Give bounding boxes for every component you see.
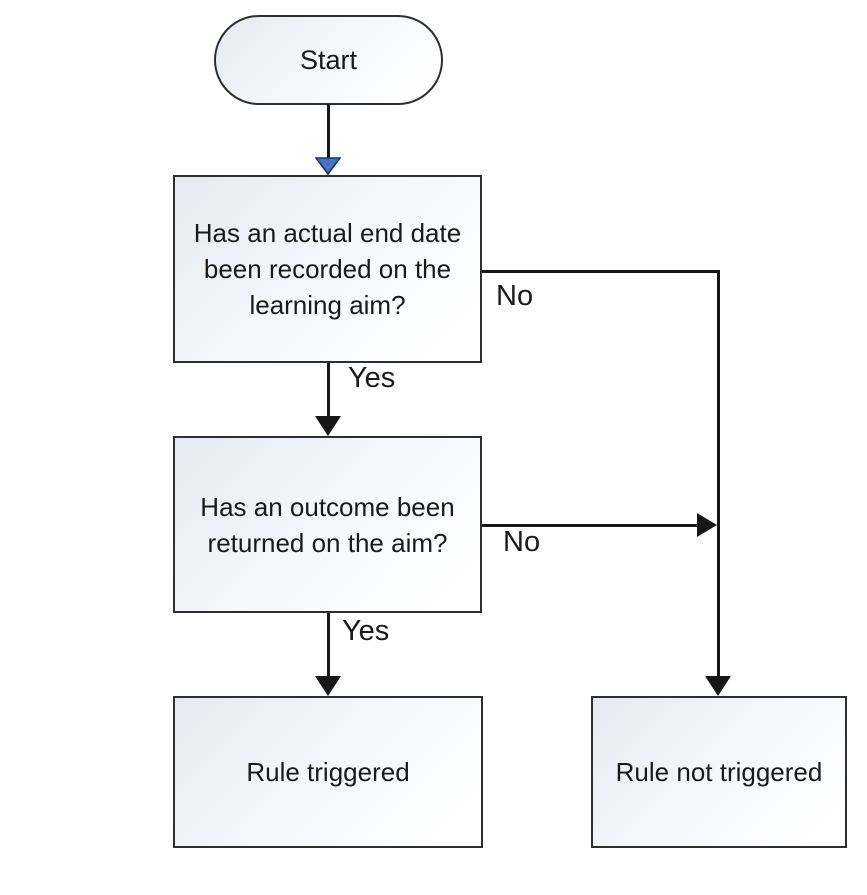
edge-label-question2-yes: Yes [342,615,390,647]
node-question1: Has an actual end date been recorded on … [173,175,482,363]
edge-question2-rule-triggered-arrowhead-icon [315,676,341,696]
edge-question2-no-horizontal-line [482,524,698,527]
node-question2-line1: Has an outcome been [200,491,455,522]
edge-label-question1-yes: Yes [348,362,396,394]
node-rule-not-triggered: Rule not triggered [591,696,847,848]
node-rule-triggered-label: Rule triggered [246,757,410,787]
node-question1-line2: been recorded on the [203,254,452,284]
edge-question1-no-horizontal-line [482,270,720,273]
node-question2: Has an outcome been returned on the aim? [173,436,482,613]
edge-question2-no-arrowhead-icon [697,513,717,537]
edge-label-question2-no: No [503,526,541,558]
node-rule-not-triggered-label: Rule not triggered [615,757,823,787]
node-start: Start [214,15,443,105]
edge-rail-vertical-line [717,270,720,677]
edge-rail-rule-not-triggered-arrowhead-icon [705,676,731,696]
node-start-label: Start [299,45,358,75]
node-question2-line2: returned on the aim? [207,527,448,558]
edge-label-question1-no: No [496,280,534,312]
node-question1-line3: learning aim? [249,290,406,320]
node-rule-triggered: Rule triggered [173,696,483,848]
edge-question1-question2-arrowhead-icon [315,416,341,436]
edge-question2-rule-triggered-line [327,613,330,678]
node-question1-line1: Has an actual end date [193,218,462,248]
edge-start-question1-arrowhead-icon [315,157,341,175]
edge-start-question1-line [327,104,330,159]
edge-question1-question2-line [327,363,330,418]
